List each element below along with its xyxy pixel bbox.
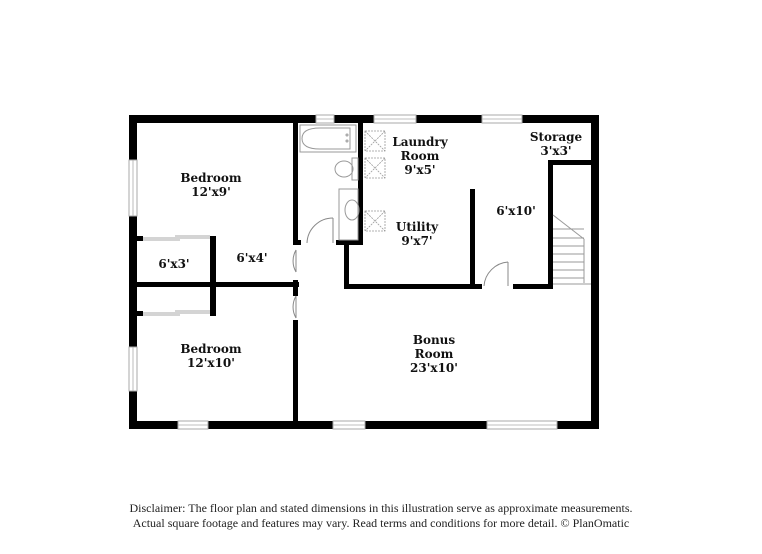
windows: [128, 114, 558, 430]
appliance-icons: [364, 130, 386, 232]
stair-area-dims: 6'x10': [496, 204, 536, 218]
bedroom-1-name: Bedroom: [180, 171, 241, 185]
toilet-icon: [334, 157, 359, 181]
disclaimer-line-2: Actual square footage and features may v…: [132, 516, 630, 530]
bonus-name-1: Bonus: [413, 333, 456, 347]
sink-icon: [338, 188, 360, 241]
bedroom-2-name: Bedroom: [180, 342, 241, 356]
utility-dims: 9'x7': [401, 234, 432, 248]
laundry-name-2: Room: [401, 149, 440, 163]
closet-dims: 6'x3': [158, 257, 189, 271]
bedroom-2-dims: 12'x10': [187, 356, 235, 370]
utility-name: Utility: [396, 220, 439, 234]
laundry-name-1: Laundry: [392, 135, 448, 149]
laundry-dims: 9'x5': [404, 163, 435, 177]
disclaimer-line-1: Disclaimer: The floor plan and stated di…: [129, 501, 633, 515]
storage-name: Storage: [530, 130, 583, 144]
bonus-dims: 23'x10': [410, 361, 458, 375]
bathtub-icon: [299, 124, 357, 153]
bonus-name-2: Room: [415, 347, 454, 361]
exterior-walls: [129, 115, 599, 429]
hall-dims: 6'x4': [236, 251, 267, 265]
room-labels: Bedroom 12'x9' 6'x3' 6'x4' Bedroom 12'x1…: [158, 130, 582, 375]
doors: [292, 217, 509, 319]
bedroom-1-dims: 12'x9': [191, 185, 231, 199]
stairs-icon: [552, 214, 591, 285]
storage-dims: 3'x3': [540, 144, 571, 158]
interior-walls: [137, 123, 591, 421]
